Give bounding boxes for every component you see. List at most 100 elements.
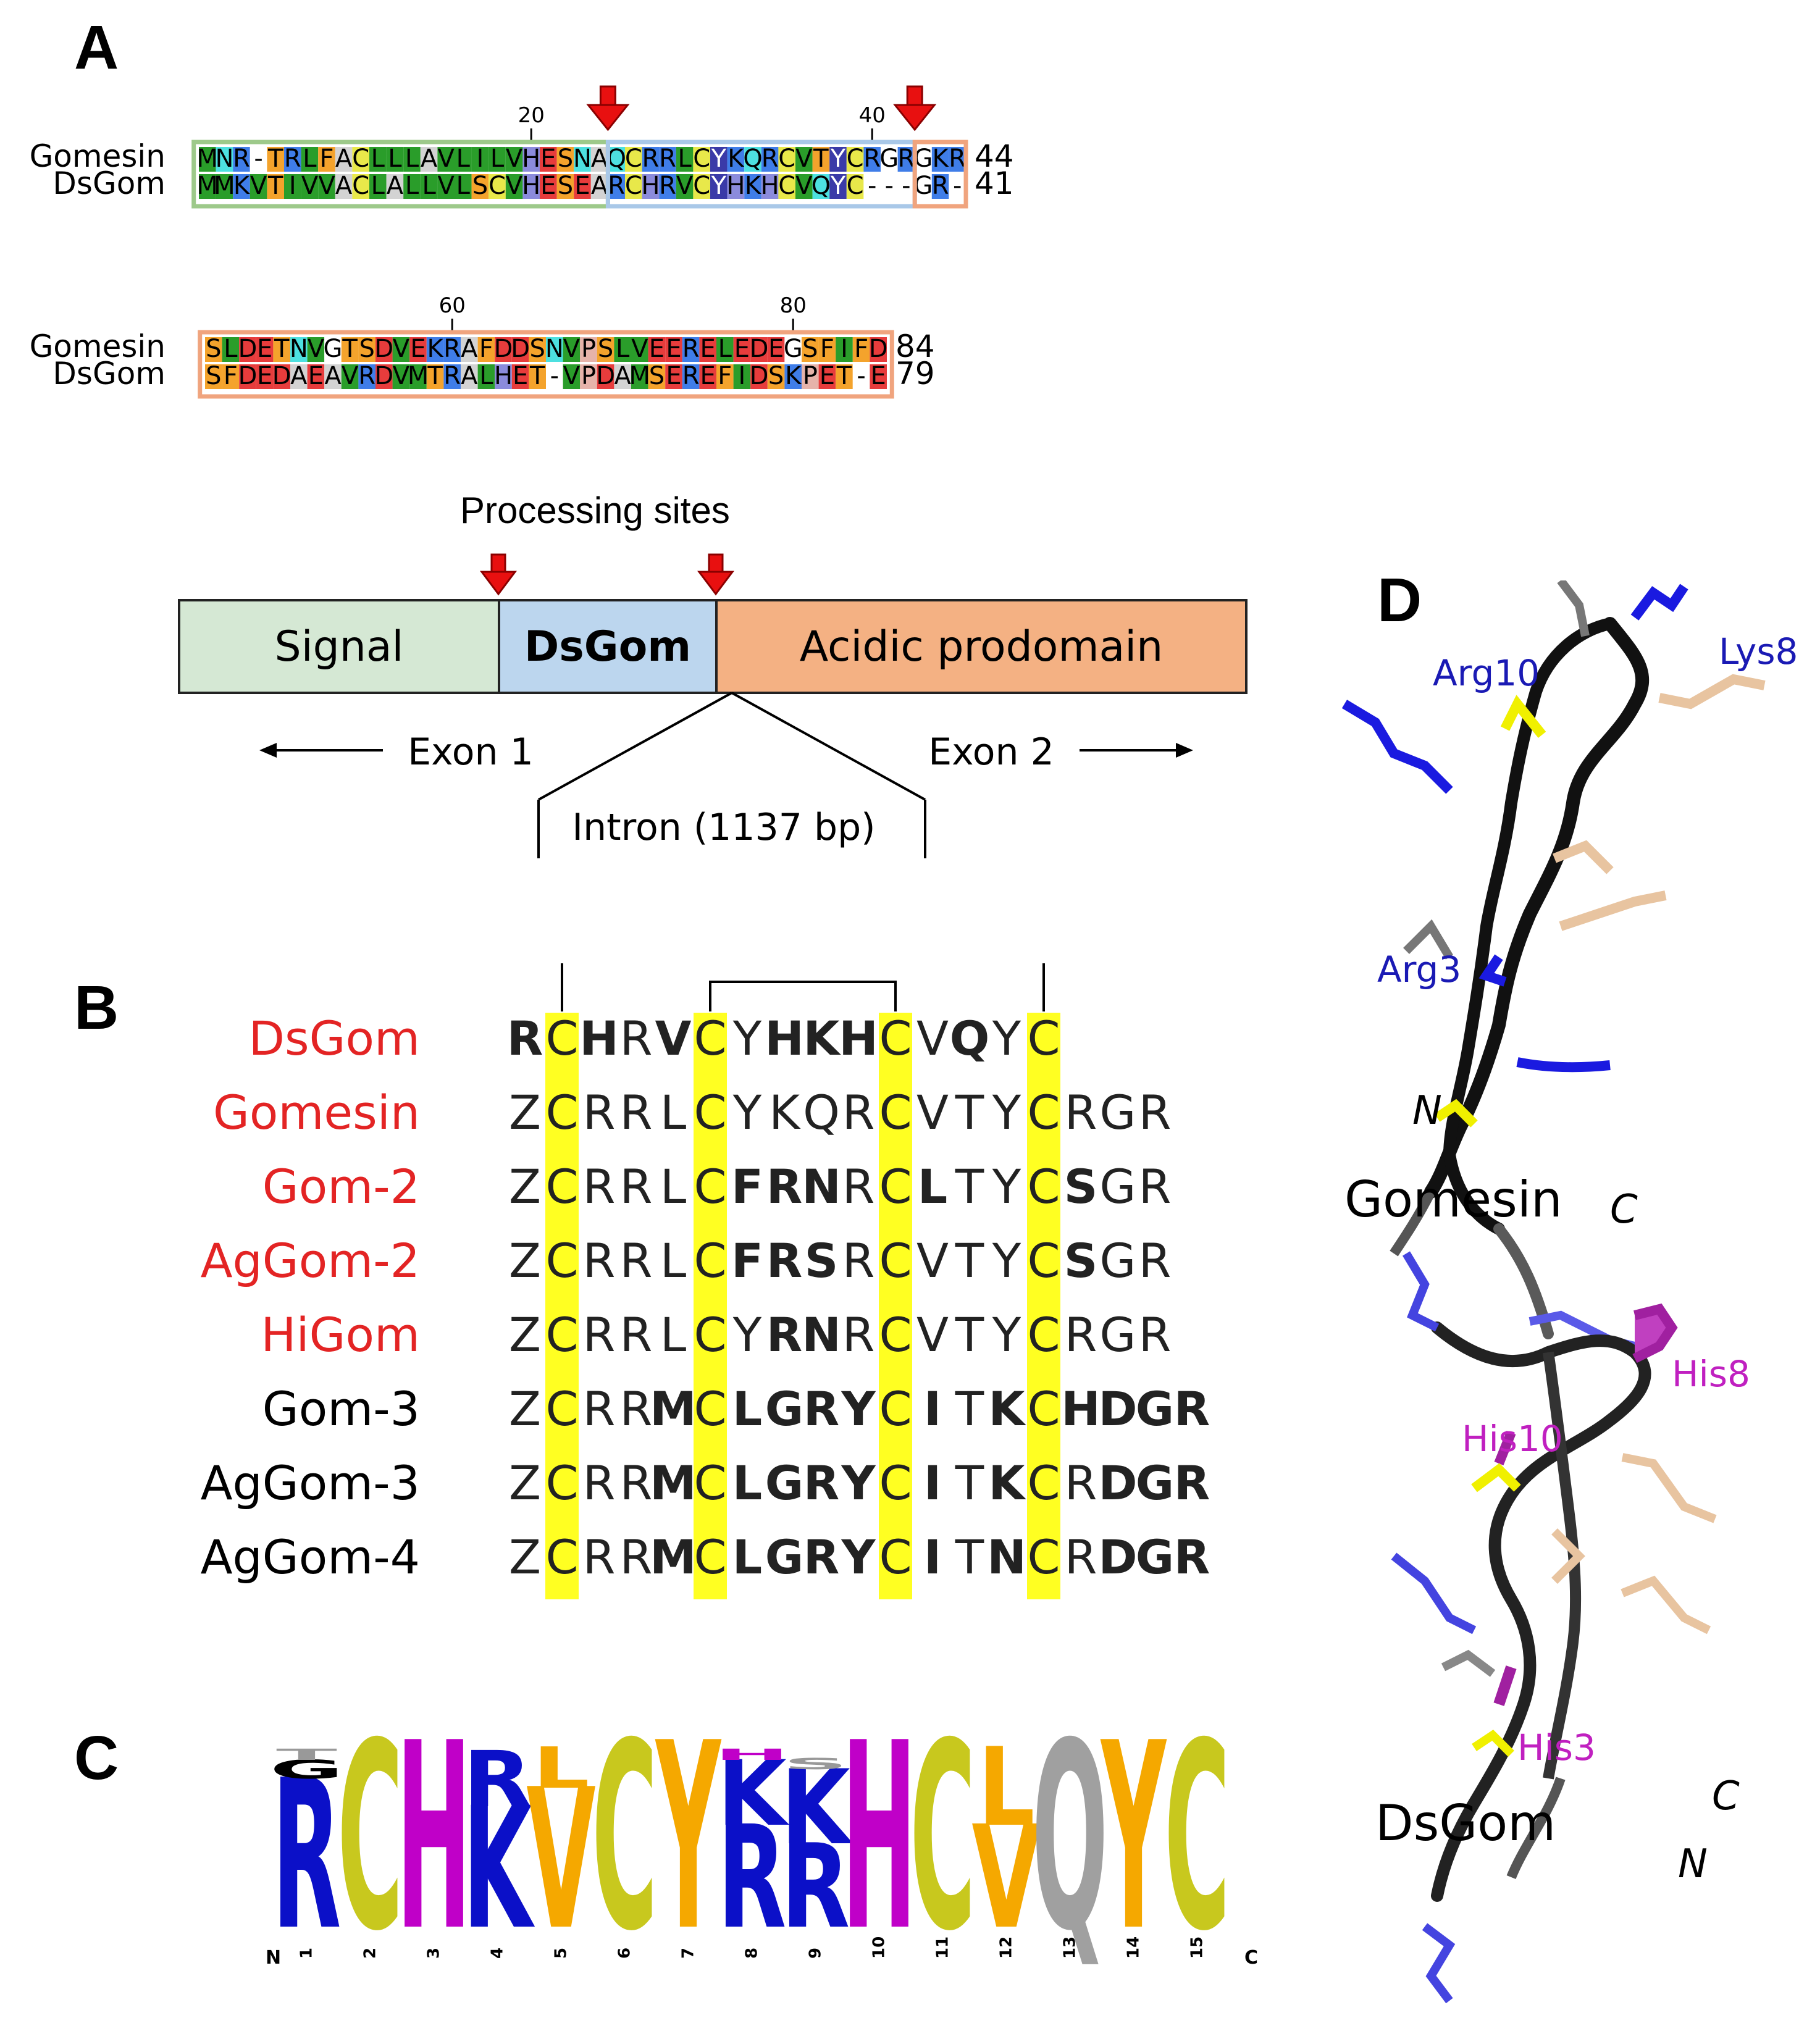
alignment-residue-cell [522,147,540,172]
peptide-residue: R [620,1455,653,1510]
alignment-residue-cell [812,174,830,199]
peptide-residue: K [803,1011,842,1066]
alignment-residue-cell [420,174,438,199]
gene-segment-prodomain [715,599,1248,694]
alignment-residue: F [319,144,333,173]
cysteine-highlight [545,1013,579,1599]
peptide-residue: Z [509,1530,541,1585]
alignment-residue: E [257,362,272,390]
gomesin-label-lys8: Lys8 [1719,630,1798,672]
alignment-residue: P [803,362,818,390]
processing-sites-label: Processing sites [460,490,730,531]
logo-position-label: 11 [934,1936,952,1959]
alignment-residue: L [677,144,692,173]
logo-letter: C [1164,1717,1230,1988]
peptide-residue: L [732,1381,762,1436]
alignment-residue-cell [301,174,319,199]
panel-label-b: B [74,973,119,1042]
alignment-residue: I [841,335,848,363]
alignment-residue-cell [642,174,660,199]
alignment-residue: Y [711,144,727,173]
alignment-residue: E [871,362,886,390]
peptide-residue: R [842,1307,875,1362]
peptide-residue: V [916,1085,949,1140]
dsgom-label-his3: His3 [1517,1727,1596,1769]
alignment-residue-cell [529,337,546,362]
alignment-residue-cell [836,364,853,389]
processing-arrow-2 [697,553,734,596]
alignment-residue-cell [437,147,455,172]
peptide-residue: C [545,1530,578,1585]
alignment-residue-cell [352,147,369,172]
alignment-residue-cell [710,147,728,172]
alignment-residue: E [666,362,681,390]
alignment-residue-cell [863,147,881,172]
alignment-residue: F [820,335,834,363]
alignment-residue-cell [710,174,728,199]
peptide-residue: N [987,1530,1026,1585]
alignment-seq-name: Gomesin [30,138,166,174]
alignment-residue-cell [392,337,410,362]
alignment-residue-cell [205,337,222,362]
alignment-residue-cell [682,337,700,362]
peptide-residue: C [545,1381,578,1436]
alignment-residue-cell [580,337,597,362]
peptide-name: HiGom [261,1307,420,1362]
alignment-residue: V [438,144,455,173]
alignment-residue: D [869,335,888,363]
alignment-residue-cell [716,337,734,362]
alignment-residue: R [898,144,915,173]
peptide-residue: H [579,1011,619,1066]
alignment-residue: K [932,144,949,173]
processing-arrow-1 [480,553,517,596]
alignment-residue: M [408,362,429,390]
peptide-residue: C [879,1455,912,1510]
alignment-residue-cell [767,337,785,362]
alignment-residue-cell [318,174,335,199]
alignment-residue-cell [426,337,444,362]
alignment-residue-cell [233,174,250,199]
alignment-processing-arrow [586,85,630,132]
logo-letter: C [910,1717,975,1988]
dsgom-label-his10: His10 [1462,1418,1563,1460]
peptide-residue: C [545,1455,578,1510]
alignment-residue: M [197,144,219,173]
alignment-residue: V [506,144,523,173]
alignment-residue: E [820,362,835,390]
peptide-residue: R [620,1085,653,1140]
alignment-seq-name: DsGom [52,165,166,201]
alignment-residue: T [342,335,358,363]
peptide-residue: R [803,1455,840,1510]
alignment-residue-cell [744,147,761,172]
logo-n-terminus: N [266,1947,281,1969]
peptide-residue: R [620,1159,653,1214]
alignment-residue-cell [812,147,830,172]
gomesin-name: Gomesin [1344,1171,1562,1228]
alignment-residue-cell [250,174,267,199]
alignment-residue: L [405,172,419,200]
peptide-residue: C [545,1233,578,1288]
alignment-residue: C [693,172,710,200]
alignment-residue-cell [284,147,301,172]
peptide-residue: R [1139,1159,1172,1214]
cysteine-highlight [1027,1013,1060,1599]
peptide-residue: M [650,1455,697,1510]
peptide-residue: R [1174,1455,1210,1510]
alignment-residue: L [456,172,471,200]
peptide-residue: R [1065,1307,1097,1362]
alignment-residue: A [290,362,308,390]
peptide-residue: L [660,1233,686,1288]
peptide-residue: M [650,1381,697,1436]
gomesin-structure [1341,580,1766,1350]
logo-letter: H [842,1717,916,1988]
peptide-residue: Y [841,1530,876,1585]
logo-letter: Q [1032,1717,1108,1988]
logo-position-label: 10 [870,1936,889,1959]
disulfide-bond [561,963,1045,1011]
peptide-residue: R [1065,1530,1097,1585]
peptide-residue: C [1027,1085,1060,1140]
alignment-residue-cell [665,364,682,389]
structure-renderings: Arg10 Lys8 Arg3 N C Gomesin His8 His10 H… [1341,580,1798,2004]
alignment-residue-cell [846,174,864,199]
logo-letter: V [971,1796,1041,1961]
